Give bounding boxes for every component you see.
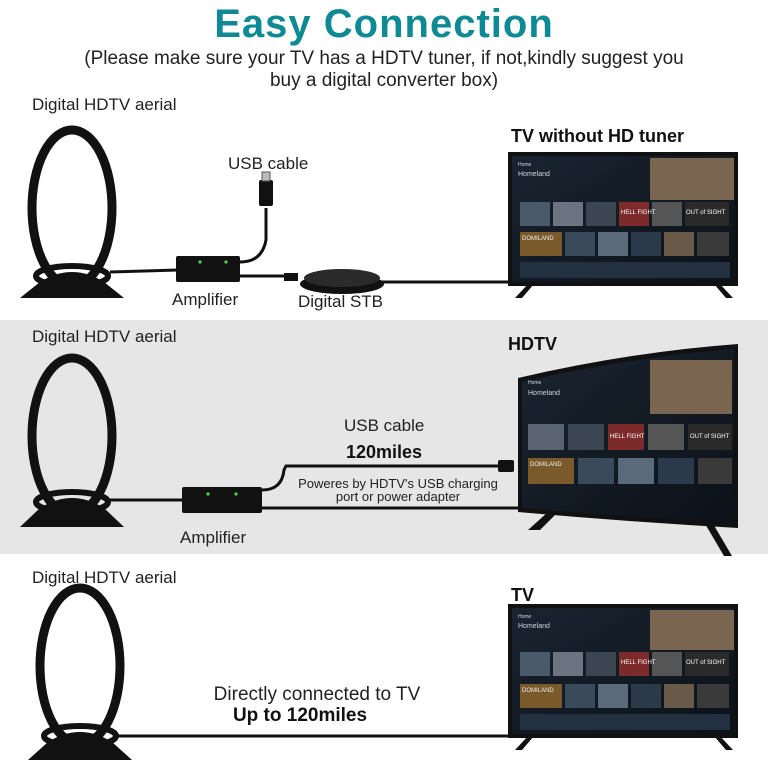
row1-stb-device xyxy=(284,269,384,294)
tv1-show-title: Homeland xyxy=(518,171,550,178)
tv2-row-a: DOMILAND xyxy=(530,462,562,468)
tv1-badge-a: HELL FIGHT xyxy=(621,210,656,216)
row1-amplifier-box xyxy=(176,256,240,282)
row2-usb-plug xyxy=(498,460,514,472)
row1-tv xyxy=(508,152,738,298)
tv2-badge-b: OUT of SIGHT xyxy=(690,434,730,440)
subtitle-line-2: buy a digital converter box) xyxy=(269,70,499,91)
row1-aerial-label: Digital HDTV aerial xyxy=(32,95,177,114)
row2-tv-label: HDTV xyxy=(508,334,557,354)
row1-usb-plug xyxy=(259,171,273,206)
tv3-home-text: Home xyxy=(518,614,532,620)
row2-range-label: 120miles xyxy=(346,442,423,462)
row2-amplifier-box xyxy=(182,487,262,513)
tv-screen-text: Home Homeland DOMILAND HELL FIGHT OUT of… xyxy=(518,162,730,694)
row1-tv-label: TV without HD tuner xyxy=(511,126,684,146)
row2-aerial-label: Digital HDTV aerial xyxy=(32,327,177,346)
row3-tv-label: TV xyxy=(511,585,535,605)
row2-amplifier-label: Amplifier xyxy=(180,528,247,547)
tv3-badge-b: OUT of SIGHT xyxy=(686,660,726,666)
tv1-badge-b: OUT of SIGHT xyxy=(686,210,726,216)
row3-aerial xyxy=(28,583,132,760)
subtitle-line-1: (Please make sure your TV has a HDTV tun… xyxy=(84,48,684,69)
tv2-show-title: Homeland xyxy=(528,390,560,397)
tv1-home-text: Home xyxy=(518,162,532,168)
row1-aerial xyxy=(20,125,124,298)
page-subtitle: (Please make sure your TV has a HDTV tun… xyxy=(40,48,728,92)
tv1-row-a: DOMILAND xyxy=(522,236,554,242)
row1-amplifier-label: Amplifier xyxy=(172,290,239,309)
row3-direct-label: Directly connected to TV xyxy=(213,684,421,705)
tv3-show-title: Homeland xyxy=(518,623,550,630)
row2-power-note: Poweres by HDTV's USB charging port or p… xyxy=(288,477,508,503)
row1-usb-label: USB cable xyxy=(228,154,309,173)
row2-cables xyxy=(110,464,522,510)
row2-usb-label: USB cable xyxy=(344,416,425,435)
row1-cables xyxy=(109,208,510,284)
row2-curved-tv xyxy=(518,344,738,556)
row3-range-label: Up to 120miles xyxy=(232,705,368,726)
row3-tv xyxy=(508,604,738,750)
row2-power-note-line1: Poweres by HDTV's USB charging xyxy=(298,476,498,491)
row1-stb-label: Digital STB xyxy=(298,292,384,311)
page-title: Easy Connection xyxy=(214,2,554,46)
tv3-badge-a: HELL FIGHT xyxy=(621,660,656,666)
row2-power-note-line2: port or power adapter xyxy=(335,489,461,504)
tv2-badge-a: HELL FIGHT xyxy=(610,434,645,440)
tv3-row-a: DOMILAND xyxy=(522,688,554,694)
row3-aerial-label: Digital HDTV aerial xyxy=(32,568,177,587)
tv2-home-text: Home xyxy=(528,380,542,386)
row2-aerial xyxy=(20,353,124,527)
